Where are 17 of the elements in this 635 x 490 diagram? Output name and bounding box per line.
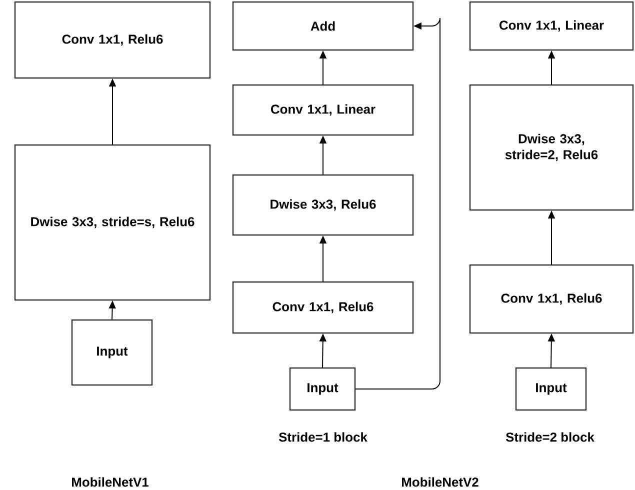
input-box: Input xyxy=(72,319,152,386)
layer-box: Dwise 3x3, stride=2, Relu6 xyxy=(470,84,634,210)
layer-box: Dwise 3x3, Relu6 xyxy=(232,174,414,236)
caption-label: Stride=1 block xyxy=(278,432,368,442)
caption-label: Stride=2 block xyxy=(506,432,594,442)
input-box: Input xyxy=(516,367,586,410)
layer-box: Dwise 3x3, stride=s, Relu6 xyxy=(14,144,210,300)
layer-box: Conv 1x1, Linear xyxy=(232,84,414,136)
input-box: Input xyxy=(290,367,356,410)
layer-box: Conv 1x1, Relu6 xyxy=(232,281,414,334)
layer-box: Conv 1x1, Relu6 xyxy=(14,2,210,78)
arrow xyxy=(355,18,440,390)
caption-label: MobileNetV2 xyxy=(402,477,478,487)
layer-box: Conv 1x1, Linear xyxy=(470,2,634,50)
layer-box: Conv 1x1, Relu6 xyxy=(470,264,634,334)
caption-label: MobileNetV1 xyxy=(72,477,148,487)
layer-box: Add xyxy=(232,2,414,50)
